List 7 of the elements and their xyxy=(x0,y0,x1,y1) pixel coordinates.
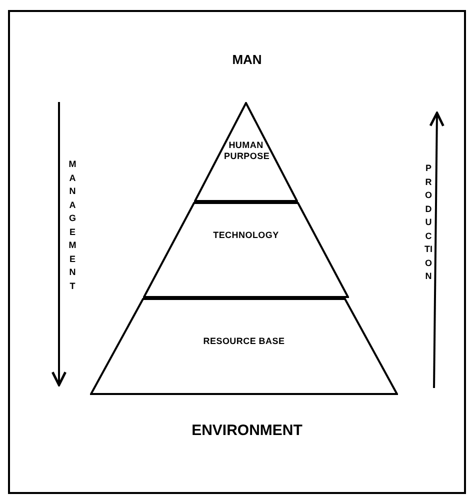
tier-label: RESOURCE BASE xyxy=(202,336,286,347)
text-label: ENVIRONMENT xyxy=(190,421,304,441)
tier-label: HUMAN PURPOSE xyxy=(224,140,268,162)
tier-label: TECHNOLOGY xyxy=(212,230,280,241)
vertical-label: MANAGEMENT xyxy=(68,158,77,292)
vertical-label: PRODUCTION xyxy=(424,162,433,283)
text-label: MAN xyxy=(231,51,263,69)
